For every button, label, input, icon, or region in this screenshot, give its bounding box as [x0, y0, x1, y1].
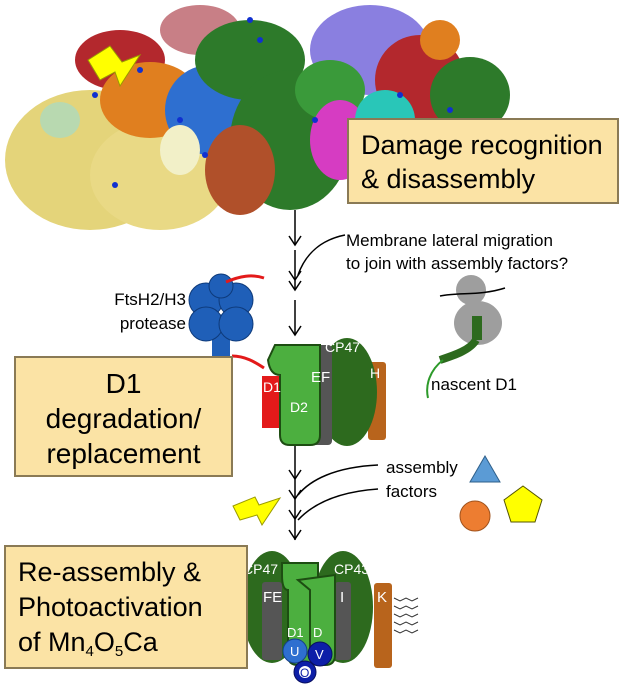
- assembly-factor-triangle-icon: [469, 454, 501, 483]
- mid-cp47-label: CP47: [325, 339, 360, 355]
- d1-box-line-3: replacement: [46, 438, 201, 469]
- assembly-factor-pentagon-icon: [503, 485, 543, 523]
- oxygen-symbol: O: [93, 627, 115, 657]
- mn-subscript: 4: [85, 643, 94, 660]
- psii-complex-reassembled: [242, 551, 419, 684]
- damage-recognition-box: Damage recognition & disassembly: [347, 118, 619, 204]
- mid-d1-label: D1: [263, 379, 281, 395]
- oxygen-subscript: 5: [114, 643, 124, 660]
- bottom-d1-label: D1: [287, 625, 304, 640]
- mid-ef-label: EF: [311, 369, 330, 386]
- d1-box-line-2: degradation/: [45, 403, 202, 434]
- ftsh-label-line-2: protease: [119, 314, 186, 333]
- assembly-factors-label: assembly factors: [386, 456, 458, 504]
- reassembly-box-line-1: Re-assembly &: [18, 557, 202, 587]
- photoactivation-lightning-icon: [232, 496, 282, 526]
- bottom-i-label: I: [340, 589, 344, 606]
- damage-box-line-2: & disassembly: [361, 164, 536, 194]
- migration-label-line-2: to join with assembly factors?: [346, 254, 569, 273]
- bottom-cp47-label: CP47: [243, 561, 278, 577]
- bottom-fe-label: FE: [263, 589, 282, 606]
- reassembly-box-line-3: of Mn4O5Ca: [18, 625, 246, 669]
- d1-degradation-box: D1 degradation/ replacement: [14, 356, 233, 477]
- reassembly-box: Re-assembly & Photoactivation of Mn4O5Ca: [4, 545, 248, 669]
- calcium-symbol: Ca: [123, 627, 158, 657]
- d1-box-line-1: D1: [105, 368, 142, 399]
- bottom-o-label: O: [300, 666, 309, 680]
- ribosome-nascent-d1: [426, 275, 506, 399]
- mid-h-label: H: [370, 365, 380, 381]
- ftsh-protease-complex: [188, 273, 265, 358]
- bottom-d-label: D: [313, 625, 322, 640]
- ftsh-protease-label: FtsH2/H3 protease: [82, 288, 186, 336]
- damage-box-line-1: Damage recognition: [361, 130, 603, 160]
- assembly-label-line-2: factors: [386, 482, 438, 501]
- bottom-k-label: K: [377, 589, 387, 606]
- process-arrows: [288, 210, 379, 541]
- mid-d2-label: D2: [290, 399, 308, 415]
- reassembly-box-line-2: Photoactivation: [18, 592, 203, 622]
- nascent-d1-label: nascent D1: [431, 375, 517, 394]
- assembly-factor-circle-icon: [459, 500, 491, 532]
- mn-cluster-prefix: of Mn: [18, 627, 86, 657]
- migration-label-line-1: Membrane lateral migration: [346, 231, 553, 250]
- assembly-label-line-1: assembly: [386, 458, 458, 477]
- migration-label: Membrane lateral migration to join with …: [346, 229, 568, 275]
- psii-complex-damaged: [262, 338, 386, 446]
- d1-degradation-strand: [231, 354, 265, 370]
- bottom-cp43-label: CP43: [334, 561, 369, 577]
- bottom-v-label: V: [315, 647, 324, 662]
- light-damage-lightning-icon: [87, 45, 142, 88]
- ftsh-label-line-1: FtsH2/H3: [114, 290, 186, 309]
- bottom-u-label: U: [290, 644, 299, 659]
